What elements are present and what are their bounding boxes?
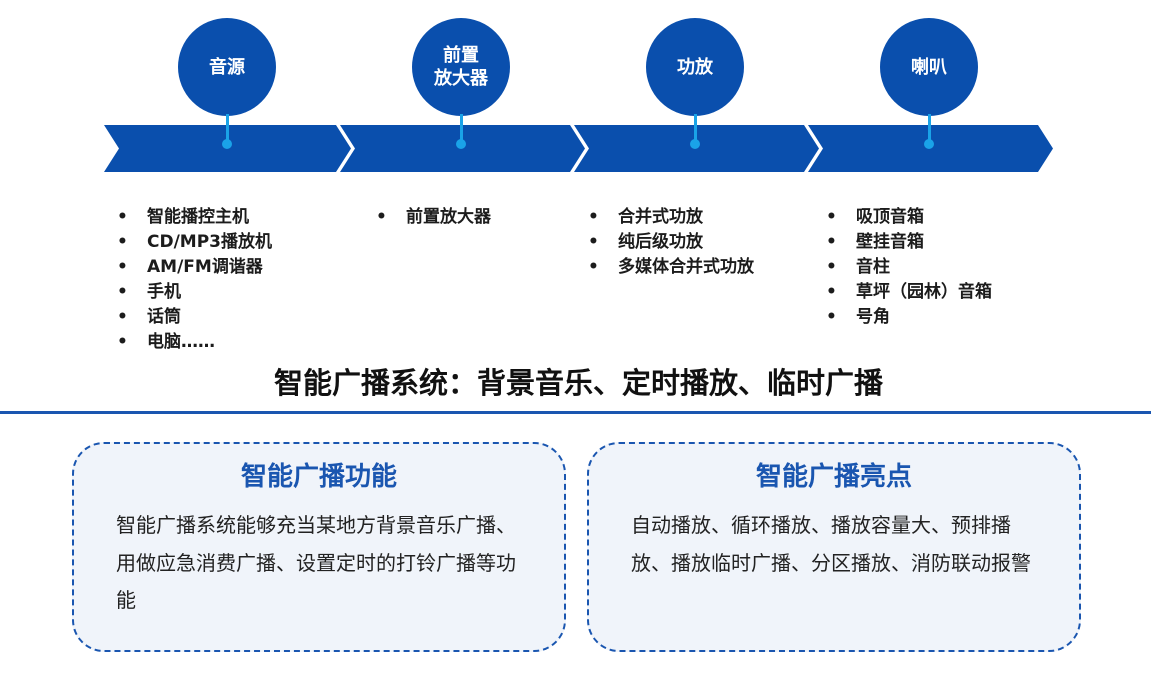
list-item-text: 电脑…… [147,332,215,352]
list-item: • 音柱 [826,255,992,280]
list-item: • AM/FM调谐器 [117,255,272,280]
bullet-icon: • [376,207,387,227]
bullet-icon: • [117,232,128,252]
stage-label: 音源 [209,56,245,78]
bullet-icon: • [826,307,837,327]
bullet-icon: • [826,257,837,277]
list-item: • 壁挂音箱 [826,230,992,255]
stage-circle: 喇叭 [880,18,978,116]
connector-line [927,114,931,144]
list-item-text: 智能播控主机 [147,207,249,227]
highlights-body: 自动播放、循环播放、播放容量大、预排播放、播放临时广播、分区播放、消防联动报警 [631,513,1031,575]
bullet-icon: • [588,232,599,252]
list-item: • 手机 [117,280,272,305]
stage-circle: 音源 [178,18,276,116]
bullet-icon: • [117,207,128,227]
bullet-icon: • [826,282,837,302]
connector-dot [456,139,466,149]
stage-item-list: • 合并式功放 • 纯后级功放 • 多媒体合并式功放 [588,205,754,280]
list-item: • 吸顶音箱 [826,205,992,230]
list-item: • 草坪（园林）音箱 [826,280,992,305]
list-item-text: 话筒 [147,307,181,327]
stage-circle: 功放 [646,18,744,116]
stage-circle: 前置 放大器 [412,18,510,116]
connector-dot [222,139,232,149]
bullet-icon: • [826,232,837,252]
stage-label: 喇叭 [911,56,947,78]
highlights-heading: 智能广播亮点 [755,462,912,492]
list-item-text: 壁挂音箱 [856,232,924,252]
list-item-text: 前置放大器 [406,207,491,227]
stage-item-list: • 智能播控主机 • CD/MP3播放机 • AM/FM调谐器 • 手机 • 话筒 • 电脑…… [117,205,272,355]
connector-dot [690,139,700,149]
list-item: • 纯后级功放 [588,230,754,255]
list-item-text: 草坪（园林）音箱 [856,282,992,302]
page-title: 智能广播系统：背景音乐、定时播放、临时广播 [273,366,883,400]
list-item: • 电脑…… [117,330,272,355]
list-item: • 合并式功放 [588,205,754,230]
list-item: • 多媒体合并式功放 [588,255,754,280]
bullet-icon: • [588,207,599,227]
process-arrow-band [104,125,1053,172]
stage-item-list: • 前置放大器 [376,205,491,230]
bullet-icon: • [117,282,128,302]
list-item-text: 号角 [856,307,890,327]
connector-line [459,114,463,144]
list-item: • 智能播控主机 [117,205,272,230]
list-item-text: 音柱 [856,257,890,277]
list-item-text: 纯后级功放 [618,232,703,252]
connector-dot [924,139,934,149]
list-item: • 号角 [826,305,992,330]
connector-line [225,114,229,144]
list-item-text: 手机 [147,282,181,302]
function-heading: 智能广播功能 [240,462,397,492]
function-box: 智能广播功能 智能广播系统能够充当某地方背景音乐广播、用做应急消费广播、设置定时… [72,442,566,652]
bullet-icon: • [117,257,128,277]
bullet-icon: • [588,257,599,277]
list-item-text: AM/FM调谐器 [147,257,263,277]
bullet-icon: • [826,207,837,227]
function-body: 智能广播系统能够充当某地方背景音乐广播、用做应急消费广播、设置定时的打铃广播等功… [116,513,516,612]
list-item-text: 吸顶音箱 [856,207,924,227]
list-item: • 前置放大器 [376,205,491,230]
stage-label: 前置 放大器 [434,45,488,89]
list-item-text: 多媒体合并式功放 [618,257,754,277]
highlights-box: 智能广播亮点 自动播放、循环播放、播放容量大、预排播放、播放临时广播、分区播放、… [587,442,1081,652]
list-item: • 话筒 [117,305,272,330]
bullet-icon: • [117,332,128,352]
divider [0,411,1151,414]
list-item-text: 合并式功放 [618,207,703,227]
list-item: • CD/MP3播放机 [117,230,272,255]
stage-item-list: • 吸顶音箱 • 壁挂音箱 • 音柱 • 草坪（园林）音箱 • 号角 [826,205,992,330]
list-item-text: CD/MP3播放机 [147,232,273,252]
stage-label: 功放 [677,56,713,78]
bullet-icon: • [117,307,128,327]
connector-line [693,114,697,144]
